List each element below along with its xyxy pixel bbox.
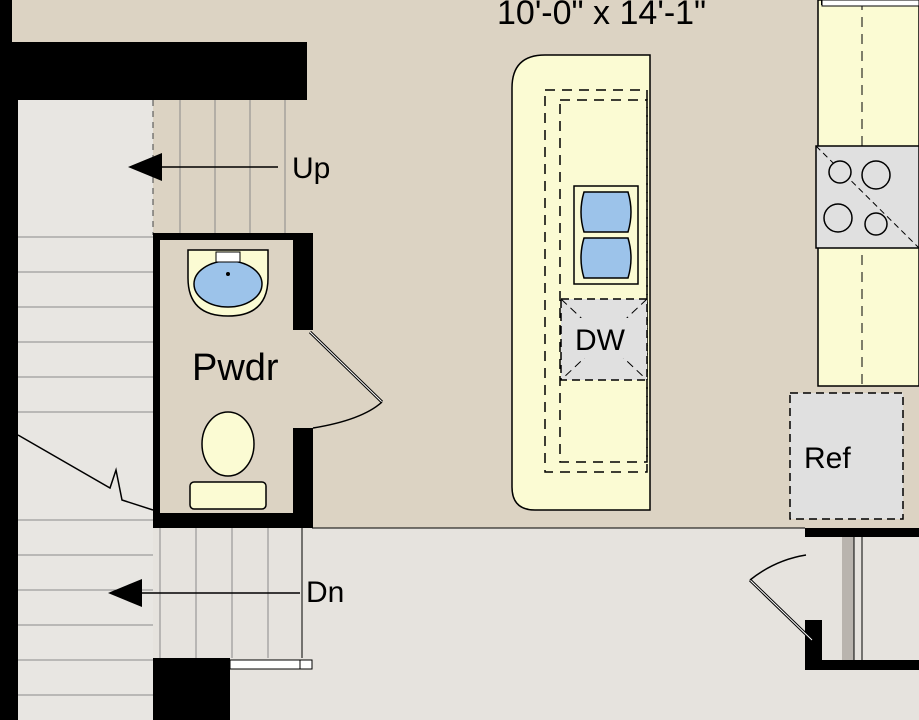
closet-walls bbox=[805, 528, 919, 670]
sink-icon bbox=[187, 249, 269, 317]
dishwasher-label: DW bbox=[575, 324, 626, 357]
stair-hall-floor bbox=[18, 100, 153, 720]
lower-hall-floor bbox=[153, 528, 919, 720]
closet-shelf bbox=[842, 537, 854, 660]
powder-room-walls bbox=[153, 233, 313, 528]
stair-bottom-wall bbox=[153, 658, 230, 720]
island-cabinet-outline bbox=[544, 89, 648, 473]
closet-floor bbox=[822, 537, 919, 660]
left-edge-wall bbox=[0, 0, 12, 42]
stairs-down-label: Dn bbox=[306, 576, 344, 609]
double-sink-icon bbox=[573, 185, 639, 285]
powder-room-door bbox=[308, 330, 384, 429]
railing bbox=[229, 659, 313, 670]
top-wall bbox=[0, 42, 307, 100]
side-stairs bbox=[18, 236, 153, 696]
dishwasher bbox=[560, 298, 648, 381]
arrow-left-icon bbox=[108, 579, 300, 607]
top-shelf bbox=[821, 0, 919, 7]
refrigerator bbox=[789, 392, 904, 520]
closet-door bbox=[748, 554, 814, 642]
powder-room-label: Pwdr bbox=[192, 347, 279, 389]
room-dimension: 10'-0" x 14'-1" bbox=[497, 0, 706, 32]
left-wall bbox=[0, 42, 18, 720]
stairs-up-label: Up bbox=[292, 152, 330, 185]
stair-break-line bbox=[17, 434, 154, 511]
cooktop-icon bbox=[815, 145, 919, 249]
refrigerator-label: Ref bbox=[804, 442, 851, 475]
toilet-icon bbox=[189, 411, 267, 510]
arrow-left-icon bbox=[128, 153, 278, 181]
